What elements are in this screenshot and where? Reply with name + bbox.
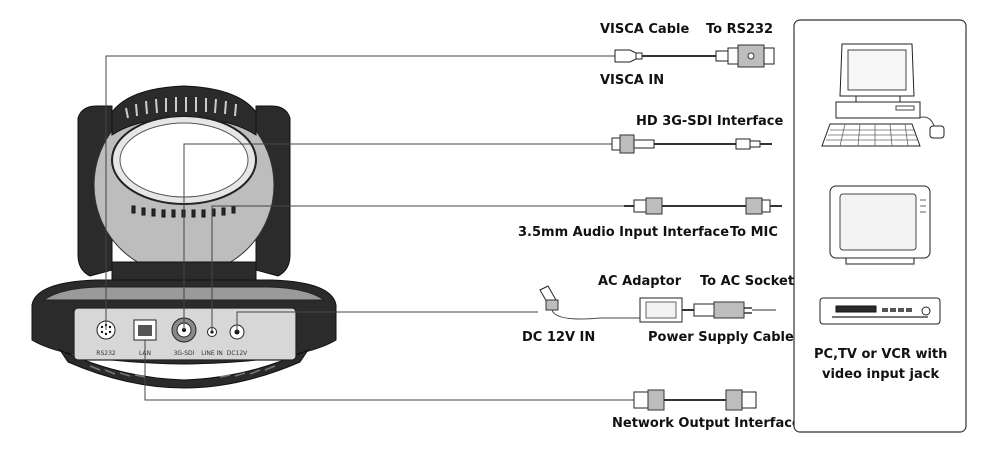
visca-cable-icon	[614, 44, 775, 68]
connection-lines	[105, 55, 634, 401]
power-adaptor-icon	[539, 285, 776, 323]
port-label-dc12v: DC12V	[227, 350, 248, 357]
sdi-bnc-cable-icon	[611, 134, 772, 154]
pc-monitor-icon	[835, 43, 921, 119]
label-to-rs232: To RS232	[706, 22, 773, 37]
label-network-output: Network Output Interface	[612, 416, 801, 431]
port-label-sdi: 3G-SDI	[174, 350, 195, 357]
tv-icon	[829, 185, 931, 265]
vcr-icon	[819, 297, 941, 325]
display-caption-line2: video input jack	[822, 367, 939, 382]
label-power-supply-cable: Power Supply Cable	[648, 330, 794, 345]
label-hd-sdi: HD 3G-SDI Interface	[636, 114, 783, 129]
network-cable-icon	[633, 389, 757, 411]
display-caption-line1: PC,TV or VCR with	[814, 347, 947, 362]
label-audio-input: 3.5mm Audio Input Interface	[518, 225, 729, 240]
port-label-rs232: RS232	[96, 350, 116, 357]
label-to-ac-socket: To AC Socket	[700, 274, 794, 289]
port-label-line-in: LINE IN	[201, 350, 223, 357]
label-visca-in: VISCA IN	[600, 73, 664, 88]
label-to-mic: To MIC	[730, 225, 778, 240]
label-dc-12v-in: DC 12V IN	[522, 330, 595, 345]
keyboard-icon	[821, 123, 921, 147]
mouse-icon	[917, 116, 945, 139]
label-visca-cable: VISCA Cable	[600, 22, 689, 37]
audio-jack-cable-icon	[624, 197, 782, 215]
label-ac-adaptor: AC Adaptor	[598, 274, 682, 289]
